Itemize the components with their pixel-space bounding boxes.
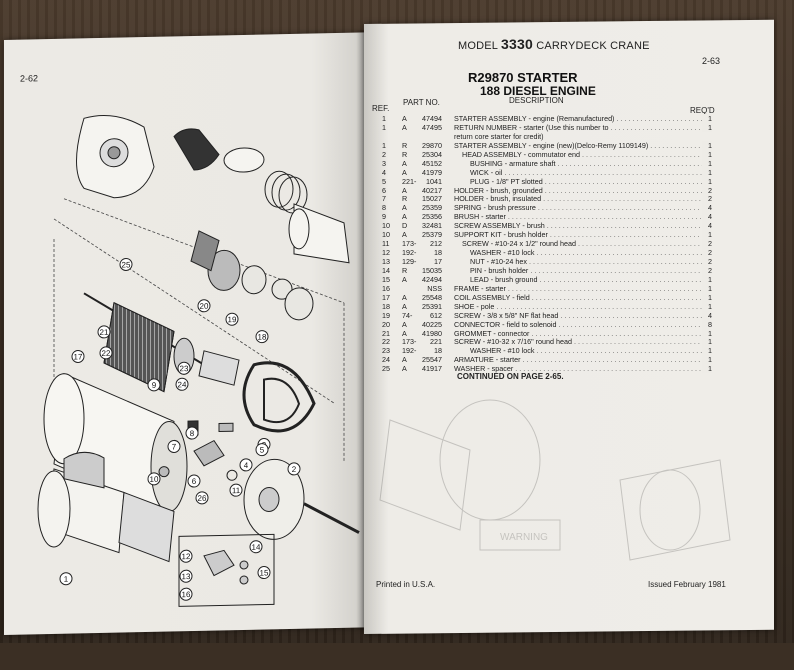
- svg-text:25: 25: [122, 260, 131, 269]
- svg-text:23: 23: [180, 364, 189, 373]
- callout-2: 2: [287, 462, 301, 476]
- parts-title: R29870 STARTER: [468, 70, 578, 85]
- svg-text:17: 17: [74, 352, 83, 361]
- callout-8: 8: [185, 426, 199, 440]
- svg-text:10: 10: [150, 475, 159, 484]
- callout-19: 19: [225, 312, 239, 326]
- footer-printed: Printed in U.S.A.: [376, 580, 436, 589]
- left-page-number: 2-62: [20, 73, 39, 84]
- svg-text:12: 12: [182, 552, 191, 561]
- svg-text:16: 16: [182, 590, 191, 599]
- warning-label: WARNING: [500, 532, 548, 543]
- starter-exploded-diagram: 1 2 3 4 5 6 7 8 9 10 11 12 13 14 15 16 1…: [37, 114, 360, 607]
- svg-text:13: 13: [182, 572, 191, 581]
- callout-18: 18: [255, 330, 269, 344]
- svg-text:5: 5: [260, 446, 265, 455]
- callout-10: 10: [147, 472, 161, 486]
- svg-text:18: 18: [258, 332, 267, 341]
- column-header-part-no: PART NO.: [403, 98, 440, 107]
- svg-text:15: 15: [260, 568, 269, 577]
- callout-4: 4: [239, 458, 253, 472]
- svg-text:22: 22: [102, 349, 111, 358]
- footer-issued: Issued February 1981: [648, 580, 726, 589]
- callout-21: 21: [97, 325, 111, 339]
- continued-note: CONTINUED ON PAGE 2-65.: [457, 372, 564, 381]
- callout-5: 5: [255, 443, 269, 457]
- callout-17: 17: [71, 349, 85, 363]
- column-header-description: DESCRIPTION: [509, 96, 564, 105]
- callout-6: 6: [187, 474, 201, 488]
- svg-text:2: 2: [292, 465, 297, 474]
- callout-9: 9: [147, 378, 161, 392]
- model-header: MODEL 3330 CARRYDECK CRANE: [458, 36, 650, 52]
- callout-26: 26: [195, 491, 209, 505]
- svg-text:6: 6: [192, 477, 197, 486]
- model-suffix: CARRYDECK CRANE: [536, 40, 650, 52]
- parts-subtitle: 188 DIESEL ENGINE: [480, 84, 596, 98]
- callout-25: 25: [119, 257, 133, 271]
- svg-text:24: 24: [178, 380, 187, 389]
- callout-23: 23: [177, 361, 191, 375]
- callout-14: 14: [249, 540, 263, 554]
- callout-11: 11: [229, 483, 243, 497]
- callout-12: 12: [179, 549, 193, 563]
- svg-text:19: 19: [228, 315, 237, 324]
- svg-text:7: 7: [172, 442, 177, 451]
- svg-text:26: 26: [198, 494, 207, 503]
- model-number: 3330: [500, 36, 533, 52]
- column-header-reqd: REQ'D: [690, 106, 715, 115]
- svg-text:8: 8: [190, 429, 195, 438]
- svg-text:21: 21: [100, 328, 109, 337]
- svg-text:20: 20: [200, 302, 209, 311]
- callout-16: 16: [179, 587, 193, 601]
- table-row: return core starter for credit): [454, 131, 544, 141]
- callout-13: 13: [179, 569, 193, 583]
- svg-text:14: 14: [252, 543, 261, 552]
- svg-text:1: 1: [64, 575, 69, 584]
- right-page-number: 2-63: [702, 56, 721, 66]
- svg-text:9: 9: [152, 381, 157, 390]
- svg-text:4: 4: [244, 461, 249, 470]
- bleed-through-diagram: WARNING: [379, 399, 731, 561]
- column-header-ref: REF.: [372, 104, 390, 113]
- callout-15: 15: [257, 566, 271, 580]
- callout-7: 7: [167, 439, 181, 453]
- callout-1: 1: [59, 572, 73, 586]
- left-page: 2-62: [4, 32, 366, 636]
- svg-text:11: 11: [232, 486, 241, 495]
- callout-22: 22: [99, 346, 113, 360]
- callout-24: 24: [175, 377, 189, 391]
- model-prefix: MODEL: [458, 40, 498, 52]
- callout-20: 20: [197, 299, 211, 313]
